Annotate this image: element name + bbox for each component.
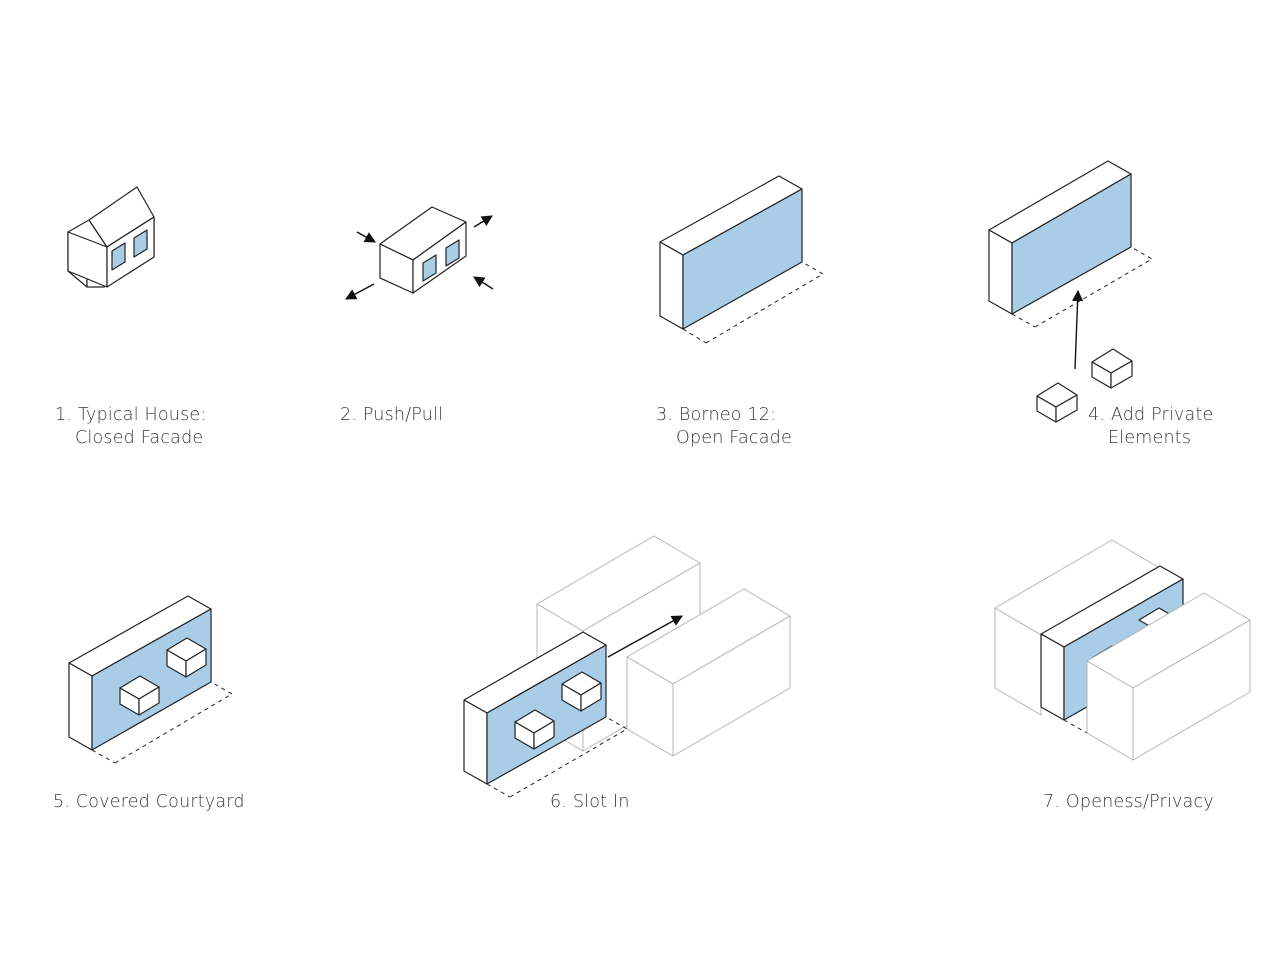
openess-privacy-illustration xyxy=(994,539,1251,761)
step-6-caption: 6. Slot In xyxy=(550,791,630,814)
slot-in-illustration xyxy=(463,535,791,798)
private-element-cube xyxy=(1091,348,1133,389)
step-3-caption: 3. Borneo 12: Open Facade xyxy=(656,404,792,450)
step-1-line1: 1. Typical House: xyxy=(55,405,207,425)
step-6-line1: 6. Slot In xyxy=(550,792,630,812)
borneo-open-facade-illustration xyxy=(659,175,824,344)
step-1-caption: 1. Typical House: Closed Facade xyxy=(55,404,206,450)
step-2-caption: 2. Push/Pull xyxy=(340,404,443,427)
push-pull-illustration xyxy=(345,206,494,300)
step-1-line2: Closed Facade xyxy=(75,428,204,448)
add-private-elements-illustration xyxy=(988,160,1154,423)
step-3-line1: 3. Borneo 12: xyxy=(656,405,777,425)
step-3-line2: Open Facade xyxy=(676,428,792,448)
private-element-cube xyxy=(1036,382,1078,423)
step-4-line2: Elements xyxy=(1108,428,1192,448)
step-2-line1: 2. Push/Pull xyxy=(340,405,444,425)
step-4-caption: 4. Add Private Elements xyxy=(1088,404,1214,450)
courtyard-cube xyxy=(166,637,207,678)
typical-house-illustration xyxy=(67,186,155,288)
ghost-block-right xyxy=(1086,592,1251,761)
step-5-caption: 5. Covered Courtyard xyxy=(53,791,245,814)
covered-courtyard-illustration xyxy=(68,595,233,764)
courtyard-cube xyxy=(119,675,160,716)
slot-cube xyxy=(514,709,555,750)
step-4-line1: 4. Add Private xyxy=(1088,405,1214,425)
step-5-line1: 5. Covered Courtyard xyxy=(53,792,245,812)
slot-cube xyxy=(561,671,602,712)
step-7-line1: 7. Openess/Privacy xyxy=(1043,792,1214,812)
ghost-block-front xyxy=(626,588,791,757)
step-7-caption: 7. Openess/Privacy xyxy=(1043,791,1214,814)
